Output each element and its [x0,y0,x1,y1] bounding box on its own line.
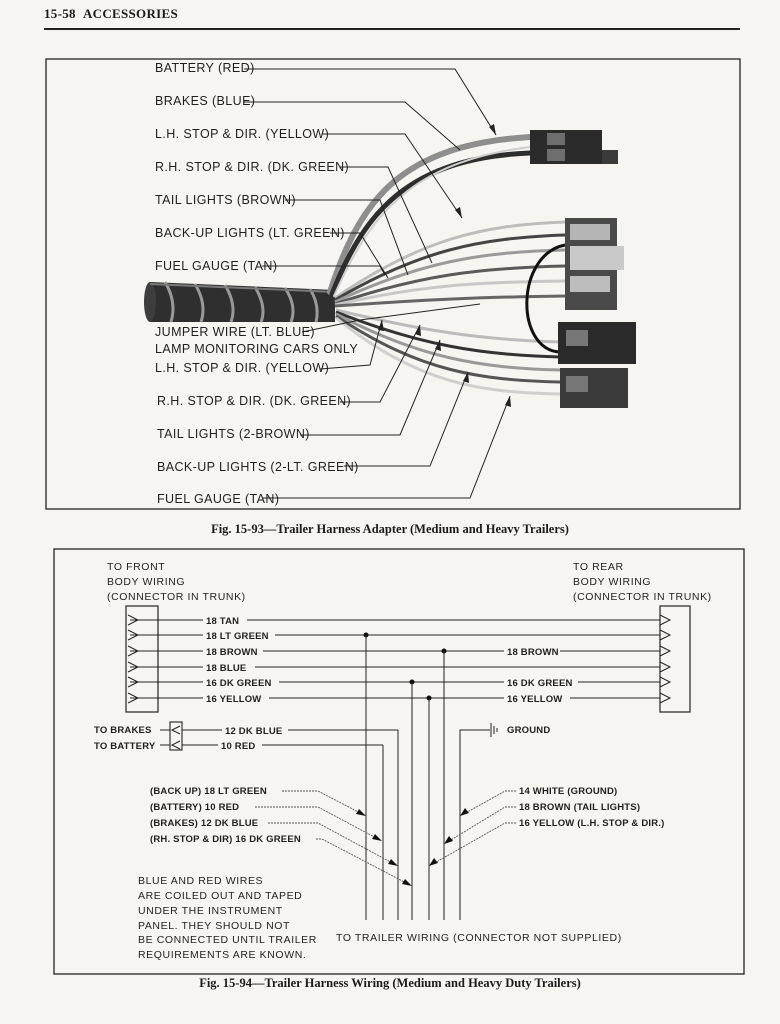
right-group-label: 18 BROWN (TAIL LIGHTS) [519,802,640,813]
page-header: 15-58 ACCESSORIES [44,6,178,22]
rear-line-1: TO REAR [573,561,624,573]
to-brakes-label: TO BRAKES [94,725,152,736]
brake-battery-connector [169,721,183,751]
brake-battery-wires [160,725,398,750]
label-rh-stop-bottom: R.H. STOP & DIR. (DK. GREEN) [157,394,351,408]
figure-frame [45,58,741,510]
bus-wire-label: 18 BROWN [206,647,258,658]
label-jumper: JUMPER WIRE (LT. BLUE) [155,325,315,339]
note-line: REQUIREMENTS ARE KNOWN. [138,949,306,961]
rear-line-2: BODY WIRING [573,576,651,588]
fig2-caption: Fig. 15-94—Trailer Harness Wiring (Mediu… [199,976,581,990]
label-battery: BATTERY (RED) [155,61,255,75]
label-lh-stop-bottom: L.H. STOP & DIR. (YELLOW) [155,361,329,375]
note-line: UNDER THE INSTRUMENT [138,905,283,917]
wires-bottom [335,308,561,396]
right-wire-label: 18 BROWN [507,647,559,658]
wires-middle [334,220,566,308]
right-wire-label: 16 YELLOW [507,694,562,705]
label-gaps [203,614,578,704]
bus-wire-label: 18 LT GREEN [206,631,269,642]
left-group-label: (BRAKES) 12 DK BLUE [150,818,258,829]
ground-label: GROUND [507,725,550,736]
figure-15-93: BATTERY (RED) BRAKES (BLUE) L.H. STOP & … [45,58,741,510]
ground-symbol [459,723,498,920]
bus-wire-label: 16 DK GREEN [206,678,272,689]
leader-arrowheads [378,124,511,407]
jumper-loop [525,243,566,354]
left-group-label: (BATTERY) 10 RED [150,802,239,813]
label-lh-stop-top: L.H. STOP & DIR. (YELLOW) [155,127,329,141]
front-line-2: BODY WIRING [107,576,185,588]
label-tail-lights-bottom: TAIL LIGHTS (2-BROWN) [157,427,310,441]
terminal-marks [127,614,672,704]
leader-lines [244,68,511,499]
page-number: 15-58 [44,6,76,21]
red-wire-label: 10 RED [221,741,255,752]
label-fuel-bottom: FUEL GAUGE (TAN) [157,492,279,506]
figure-frame [53,548,745,975]
right-wire-label: 16 DK GREEN [507,678,573,689]
right-group-label: 14 WHITE (GROUND) [519,786,617,797]
label-gap [222,724,288,736]
label-tail-lights-top: TAIL LIGHTS (BROWN) [155,193,296,207]
cable-bundle [144,281,336,323]
front-connector [125,605,159,713]
left-arrows [356,809,412,886]
right-group-label: 16 YELLOW (L.H. STOP & DIR.) [519,818,664,829]
label-fuel-top: FUEL GAUGE (TAN) [155,259,277,273]
fig1-caption: Fig. 15-93—Trailer Harness Adapter (Medi… [211,522,569,536]
rear-connector [659,605,691,713]
right-leaders [430,790,516,866]
label-brakes: BRAKES (BLUE) [155,94,255,108]
note-line: BLUE AND RED WIRES [138,875,263,887]
wires-top [327,134,533,297]
label-rh-stop-top: R.H. STOP & DIR. (DK. GREEN) [155,160,349,174]
trailer-wiring-note: TO TRAILER WIRING (CONNECTOR NOT SUPPLIE… [336,932,622,944]
connector-top [530,130,618,164]
label-backup-bottom: BACK-UP LIGHTS (2-LT. GREEN) [157,460,359,474]
figure-15-94: TO FRONT BODY WIRING (CONNECTOR IN TRUNK… [53,548,745,975]
note-line: BE CONNECTED UNTIL TRAILER [138,934,317,946]
label-backup-top: BACK-UP LIGHTS (LT. GREEN) [155,226,345,240]
to-battery-label: TO BATTERY [94,741,156,752]
right-arrows [429,808,469,866]
label-lamp-monitoring: LAMP MONITORING CARS ONLY [155,342,358,356]
connector-bottom [558,322,636,408]
left-group-label: (BACK UP) 18 LT GREEN [150,786,267,797]
bus-wire-label: 16 YELLOW [206,694,261,705]
header-rule [44,28,740,30]
drop-wires [365,635,445,920]
connector-middle [565,218,624,310]
note-line: ARE COILED OUT AND TAPED [138,890,302,902]
label-gap [218,739,262,751]
rear-line-3: (CONNECTOR IN TRUNK) [573,591,712,603]
bus-wire-label: 18 BLUE [206,663,246,674]
front-line-1: TO FRONT [107,561,165,573]
section-title: ACCESSORIES [82,6,179,21]
note-line: PANEL. THEY SHOULD NOT [138,920,290,932]
blue-wire-label: 12 DK BLUE [225,726,282,737]
front-line-3: (CONNECTOR IN TRUNK) [107,591,246,603]
left-leaders [255,790,411,886]
left-group-label: (RH. STOP & DIR) 16 DK GREEN [150,834,301,845]
bus-wire-label: 18 TAN [206,616,239,627]
